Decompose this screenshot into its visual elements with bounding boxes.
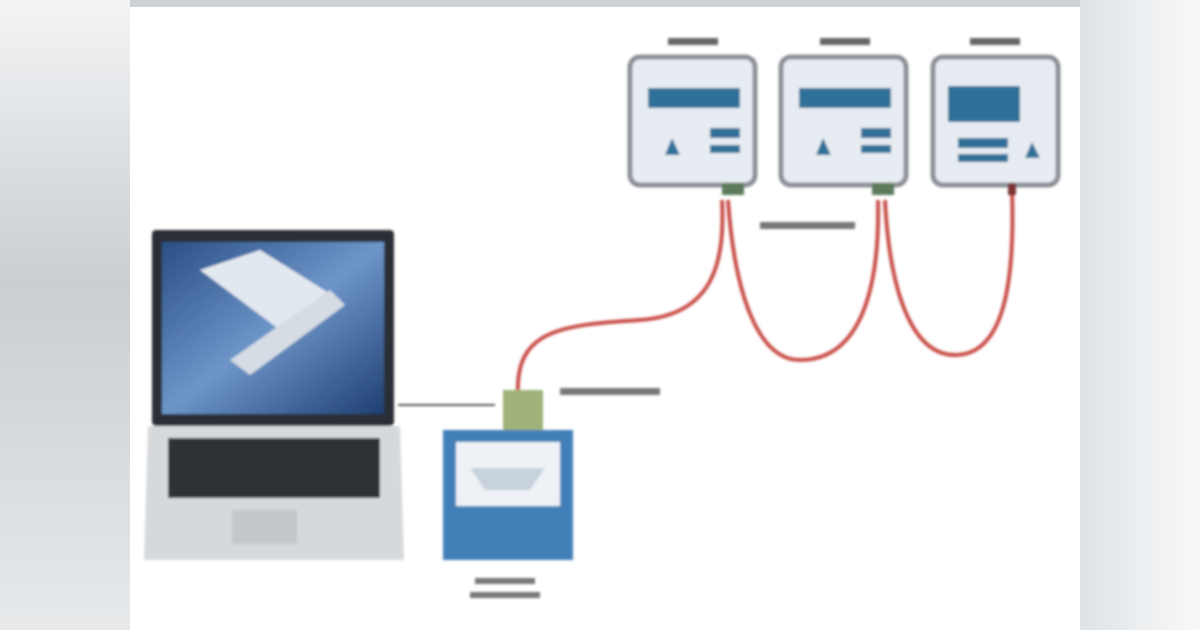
device-label bbox=[820, 38, 870, 45]
cable-device2-to-device3 bbox=[883, 189, 1015, 358]
converter-label bbox=[470, 592, 540, 598]
converter-box-icon bbox=[443, 390, 573, 560]
controller-device-icon bbox=[778, 54, 909, 195]
panel-top-border bbox=[130, 0, 1080, 7]
right-background bbox=[1080, 0, 1200, 630]
controller-device-icon bbox=[627, 54, 758, 195]
cable-label bbox=[560, 388, 660, 395]
device-label bbox=[668, 38, 718, 45]
cable-device1-to-device2 bbox=[726, 199, 881, 363]
cable-converter-to-device1 bbox=[515, 199, 725, 396]
cables bbox=[515, 189, 1015, 396]
left-background bbox=[0, 0, 130, 630]
device-label bbox=[970, 38, 1020, 45]
keypad-controller-device-icon bbox=[930, 54, 1061, 195]
converter-label bbox=[475, 578, 535, 584]
cable-label bbox=[760, 222, 855, 229]
laptop-icon bbox=[144, 230, 404, 560]
